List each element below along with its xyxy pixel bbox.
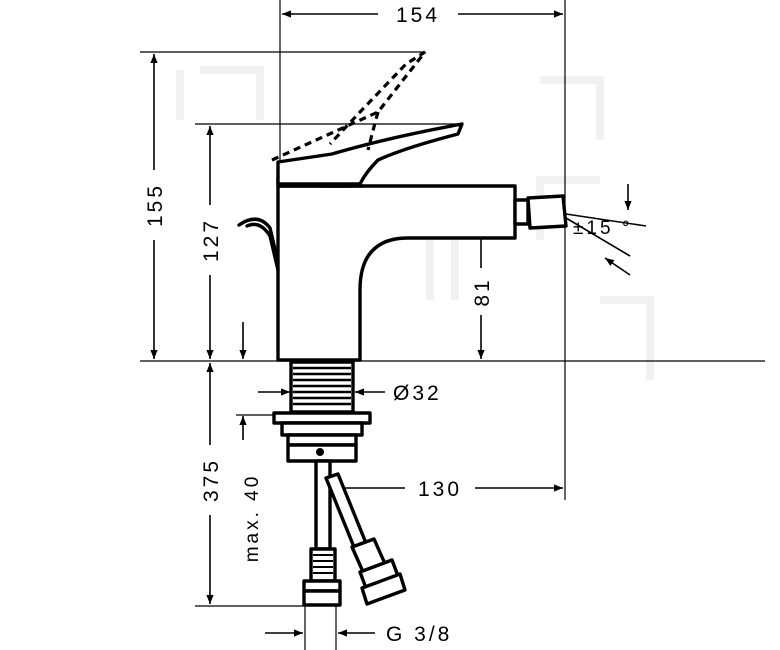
deck-thickness-label: max. 40 bbox=[242, 474, 263, 563]
shank-diameter-label: Ø32 bbox=[393, 382, 442, 405]
dimension-overall-width: 154 bbox=[282, 4, 563, 27]
dimension-hose-length: 375 bbox=[200, 363, 223, 604]
projection-label: 130 bbox=[418, 478, 462, 501]
dimension-projection: 130 bbox=[330, 478, 563, 501]
overall-height-label: 155 bbox=[144, 183, 167, 227]
faucet-lever bbox=[276, 122, 464, 186]
background-watermark bbox=[176, 66, 654, 380]
spout-height-label: 81 bbox=[471, 277, 494, 306]
hose-length-label: 375 bbox=[200, 458, 223, 502]
spout-nozzle bbox=[513, 194, 568, 230]
lever-height-label: 127 bbox=[200, 218, 223, 262]
faucet-lever-open-position bbox=[271, 50, 427, 162]
connection-thread-label: G 3/8 bbox=[386, 623, 452, 646]
dimension-spout-tilt: ±15 ° bbox=[565, 184, 647, 276]
spout-tilt-label: ±15 ° bbox=[573, 218, 632, 239]
overall-width-label: 154 bbox=[396, 4, 440, 27]
supply-hoses bbox=[302, 448, 407, 607]
faucet-body bbox=[237, 176, 517, 362]
dimension-lever-height: 127 bbox=[200, 126, 223, 359]
dimension-deck-thickness: max. 40 bbox=[239, 416, 263, 563]
extension-lines bbox=[140, 0, 765, 650]
dimension-shank-diameter: Ø32 bbox=[258, 382, 442, 405]
dimension-overall-height: 155 bbox=[144, 54, 167, 359]
threaded-shank bbox=[272, 360, 372, 463]
dimension-connection-thread: G 3/8 bbox=[265, 623, 452, 646]
